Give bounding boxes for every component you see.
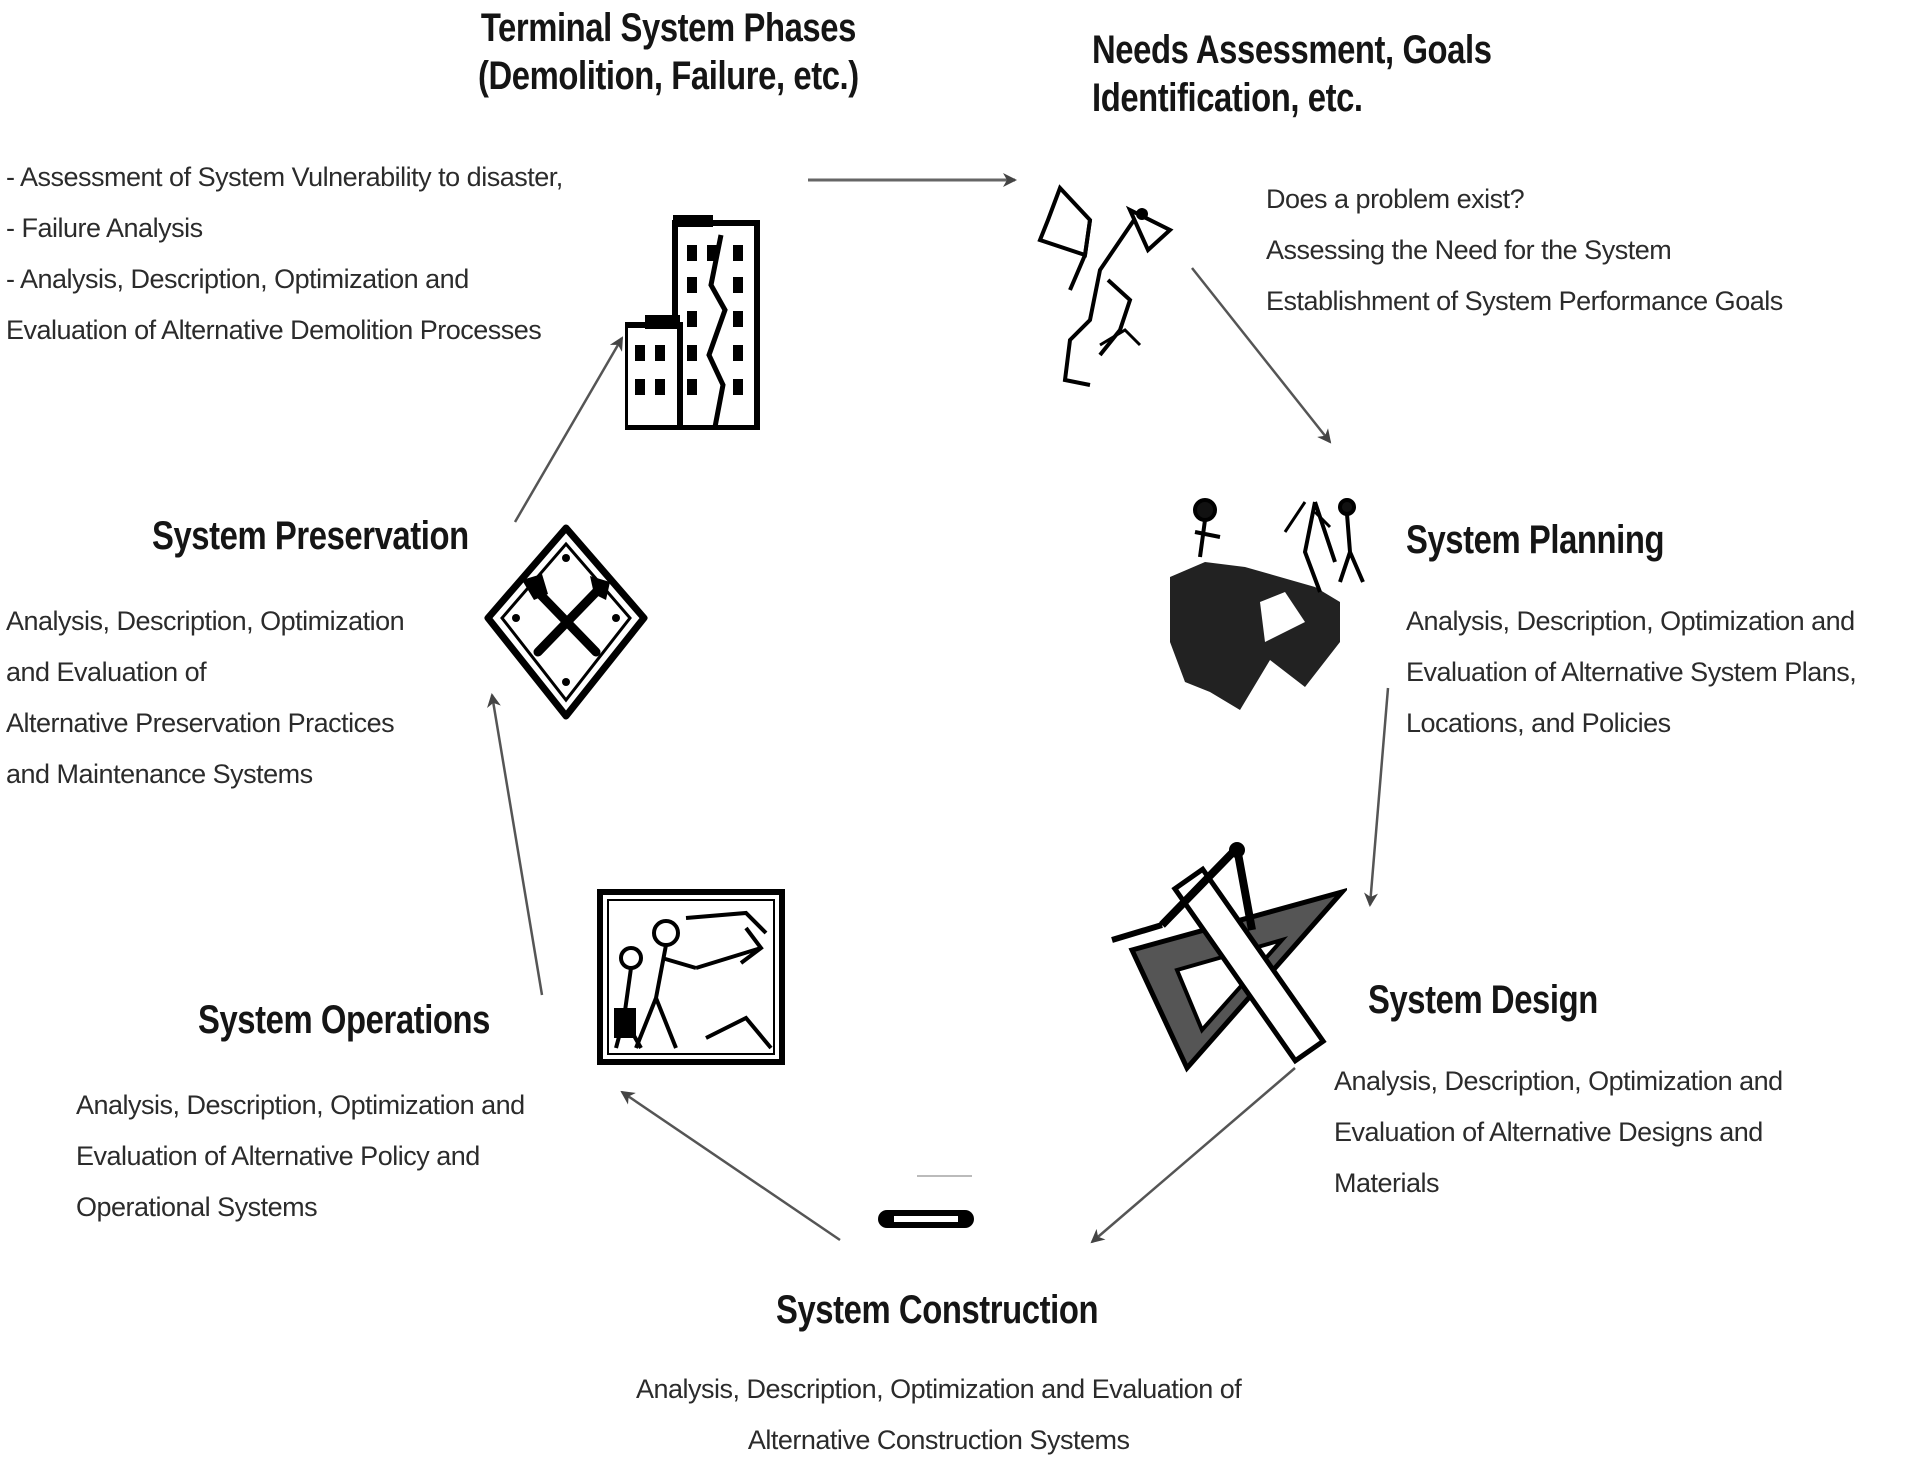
needs-title-line-1: Needs Assessment, Goals bbox=[1092, 28, 1492, 72]
needs-description: Does a problem exist? Assessing the Need… bbox=[1266, 174, 1783, 327]
preservation-desc-line-4: and Maintenance Systems bbox=[6, 759, 313, 789]
planning-desc-line-2: Evaluation of Alternative System Plans, bbox=[1406, 657, 1857, 687]
construction-desc-line-2: Alternative Construction Systems bbox=[747, 1425, 1130, 1455]
terminal-desc-line-3: - Analysis, Description, Optimization an… bbox=[6, 264, 469, 294]
preservation-desc-line-3: Alternative Preservation Practices bbox=[6, 708, 395, 738]
design-description: Analysis, Description, Optimization and … bbox=[1334, 1056, 1783, 1209]
planning-desc-line-3: Locations, and Policies bbox=[1406, 708, 1671, 738]
construction-desc-line-1: Analysis, Description, Optimization and … bbox=[636, 1374, 1242, 1404]
terminal-title-line-1: Terminal System Phases bbox=[480, 6, 856, 50]
terminal-description: - Assessment of System Vulnerability to … bbox=[6, 152, 563, 356]
needs-title-line-2: Identification, etc. bbox=[1092, 76, 1363, 120]
construction-title: System Construction bbox=[776, 1288, 1099, 1332]
arrow-preservation-to-terminal bbox=[513, 336, 624, 523]
terminal-title-line-2: (Demolition, Failure, etc.) bbox=[478, 54, 859, 98]
operations-scene-icon bbox=[597, 889, 785, 1065]
preservation-desc-line-2: and Evaluation of bbox=[6, 657, 207, 687]
design-desc-line-1: Analysis, Description, Optimization and bbox=[1334, 1066, 1783, 1096]
damaged-building-icon bbox=[625, 215, 760, 430]
arrow-operations-to-preservation bbox=[487, 693, 544, 996]
construction-equipment-icon bbox=[878, 1175, 974, 1228]
design-desc-line-2: Evaluation of Alternative Designs and bbox=[1334, 1117, 1763, 1147]
operations-title: System Operations bbox=[198, 998, 490, 1042]
arrow-planning-to-design bbox=[1364, 687, 1390, 907]
planning-description: Analysis, Description, Optimization and … bbox=[1406, 596, 1857, 749]
design-desc-line-3: Materials bbox=[1334, 1168, 1440, 1198]
terminal-title: Terminal System Phases (Demolition, Fail… bbox=[478, 4, 859, 100]
terminal-desc-line-1: - Assessment of System Vulnerability to … bbox=[6, 162, 563, 192]
design-title: System Design bbox=[1368, 978, 1598, 1022]
arrow-design-to-construction bbox=[1090, 1067, 1296, 1244]
construction-description: Analysis, Description, Optimization and … bbox=[636, 1364, 1242, 1466]
operations-desc-line-1: Analysis, Description, Optimization and bbox=[76, 1090, 525, 1120]
preservation-description: Analysis, Description, Optimization and … bbox=[6, 596, 405, 800]
planning-title: System Planning bbox=[1406, 518, 1665, 562]
tools-sign-icon bbox=[484, 524, 648, 720]
operations-desc-line-2: Evaluation of Alternative Policy and bbox=[76, 1141, 480, 1171]
terminal-desc-line-2: - Failure Analysis bbox=[6, 213, 203, 243]
drafting-tools-icon bbox=[1111, 842, 1347, 1073]
preservation-desc-line-1: Analysis, Description, Optimization bbox=[6, 606, 405, 636]
operations-description: Analysis, Description, Optimization and … bbox=[76, 1080, 525, 1233]
needs-desc-line-3: Establishment of System Performance Goal… bbox=[1266, 286, 1783, 316]
arrow-needs-to-planning bbox=[1191, 267, 1332, 444]
terminal-desc-line-4: Evaluation of Alternative Demolition Pro… bbox=[6, 315, 542, 345]
preservation-title: System Preservation bbox=[152, 514, 469, 558]
needs-desc-line-2: Assessing the Need for the System bbox=[1266, 235, 1672, 265]
operations-desc-line-3: Operational Systems bbox=[76, 1192, 318, 1222]
needs-desc-line-1: Does a problem exist? bbox=[1266, 184, 1525, 214]
planning-desc-line-1: Analysis, Description, Optimization and bbox=[1406, 606, 1855, 636]
surveyors-on-hill-icon bbox=[1170, 498, 1365, 710]
arrow-construction-to-operations bbox=[620, 1090, 841, 1242]
flag-on-rock-icon bbox=[1037, 184, 1174, 387]
needs-title: Needs Assessment, Goals Identification, … bbox=[1092, 26, 1492, 122]
